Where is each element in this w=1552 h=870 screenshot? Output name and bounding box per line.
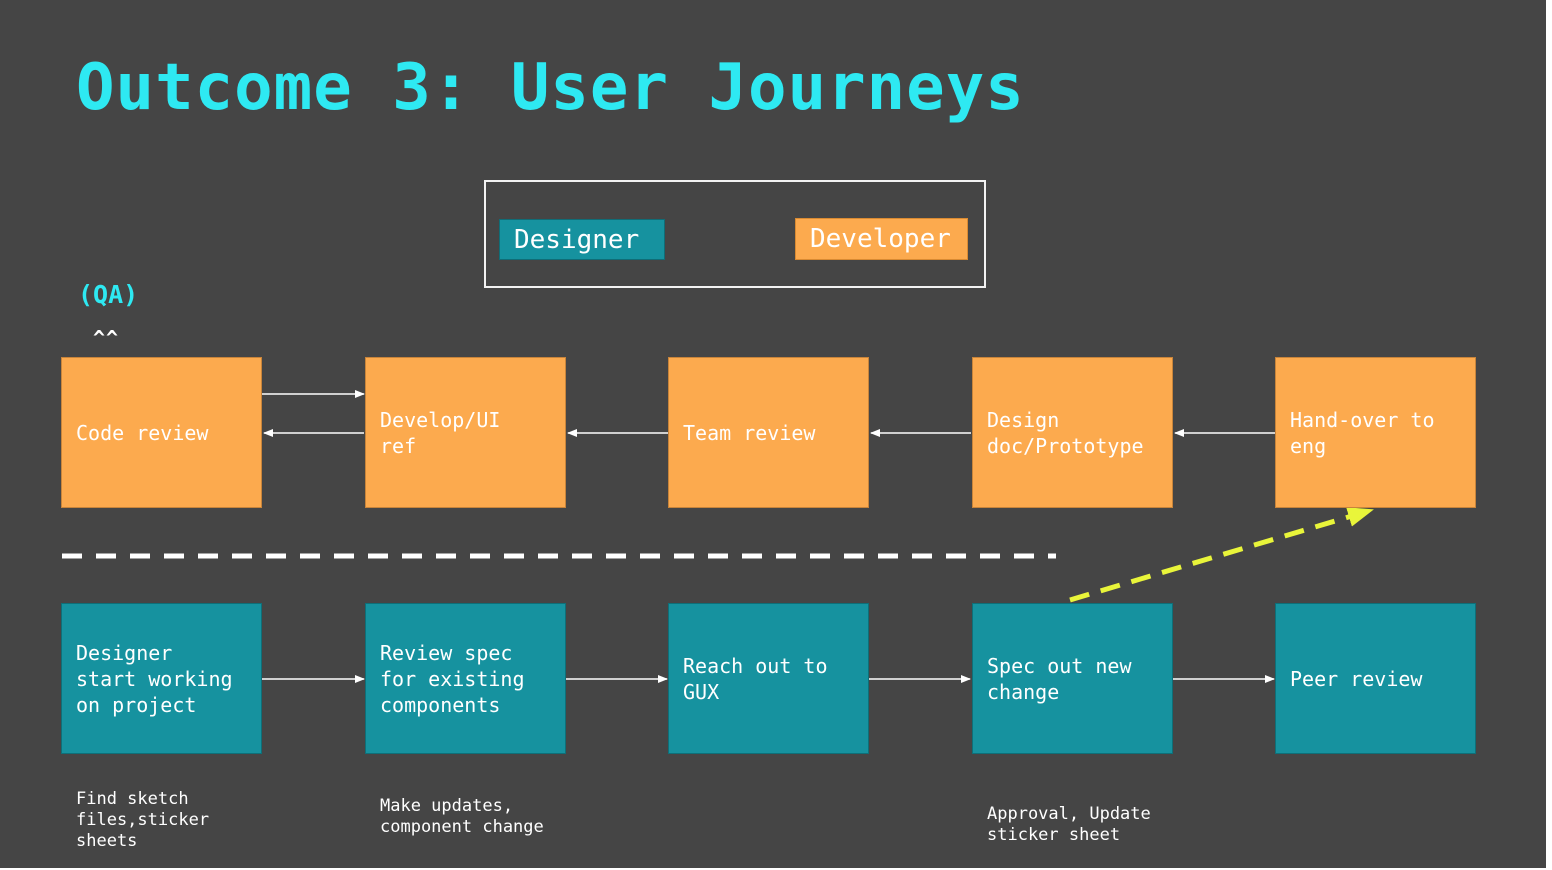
step-code-review: Code review	[61, 357, 262, 508]
step-label: Code review	[76, 420, 209, 445]
handoff-arrow	[1069, 507, 1374, 603]
step-label: Design doc/Prototype	[987, 407, 1144, 458]
step-peer-review: Peer review	[1275, 603, 1476, 754]
step-review-spec: Review spec for existing components	[365, 603, 566, 754]
step-label: Reach out to GUX	[683, 653, 828, 704]
legend: Designer Developer	[484, 180, 986, 288]
step-reach-out-to-gux: Reach out to GUX	[668, 603, 869, 754]
qa-marker: ^^	[93, 326, 120, 350]
step-label: Hand-over to eng	[1290, 407, 1435, 458]
step-label: Peer review	[1290, 666, 1423, 691]
step-team-review: Team review	[668, 357, 869, 508]
note-make-updates: Make updates, component change	[380, 796, 544, 837]
legend-developer: Developer	[795, 218, 968, 260]
step-develop-ui-ref: Develop/UI ref	[365, 357, 566, 508]
step-label: Designer start working on project	[76, 640, 233, 717]
note-approval-update: Approval, Update sticker sheet	[987, 804, 1151, 845]
step-hand-over-to-eng: Hand-over to eng	[1275, 357, 1476, 508]
step-label: Spec out new change	[987, 653, 1132, 704]
page-title: Outcome 3: User Journeys	[76, 51, 1025, 125]
step-label: Team review	[683, 420, 816, 445]
step-label: Develop/UI ref	[380, 407, 501, 458]
step-label: Review spec for existing components	[380, 640, 525, 717]
qa-label: (QA)	[78, 280, 139, 309]
step-design-doc-prototype: Design doc/Prototype	[972, 357, 1173, 508]
note-find-sketch-files: Find sketch files,sticker sheets	[76, 789, 210, 851]
step-spec-out-new-change: Spec out new change	[972, 603, 1173, 754]
legend-designer: Designer	[499, 219, 665, 260]
step-designer-start-working: Designer start working on project	[61, 603, 262, 754]
